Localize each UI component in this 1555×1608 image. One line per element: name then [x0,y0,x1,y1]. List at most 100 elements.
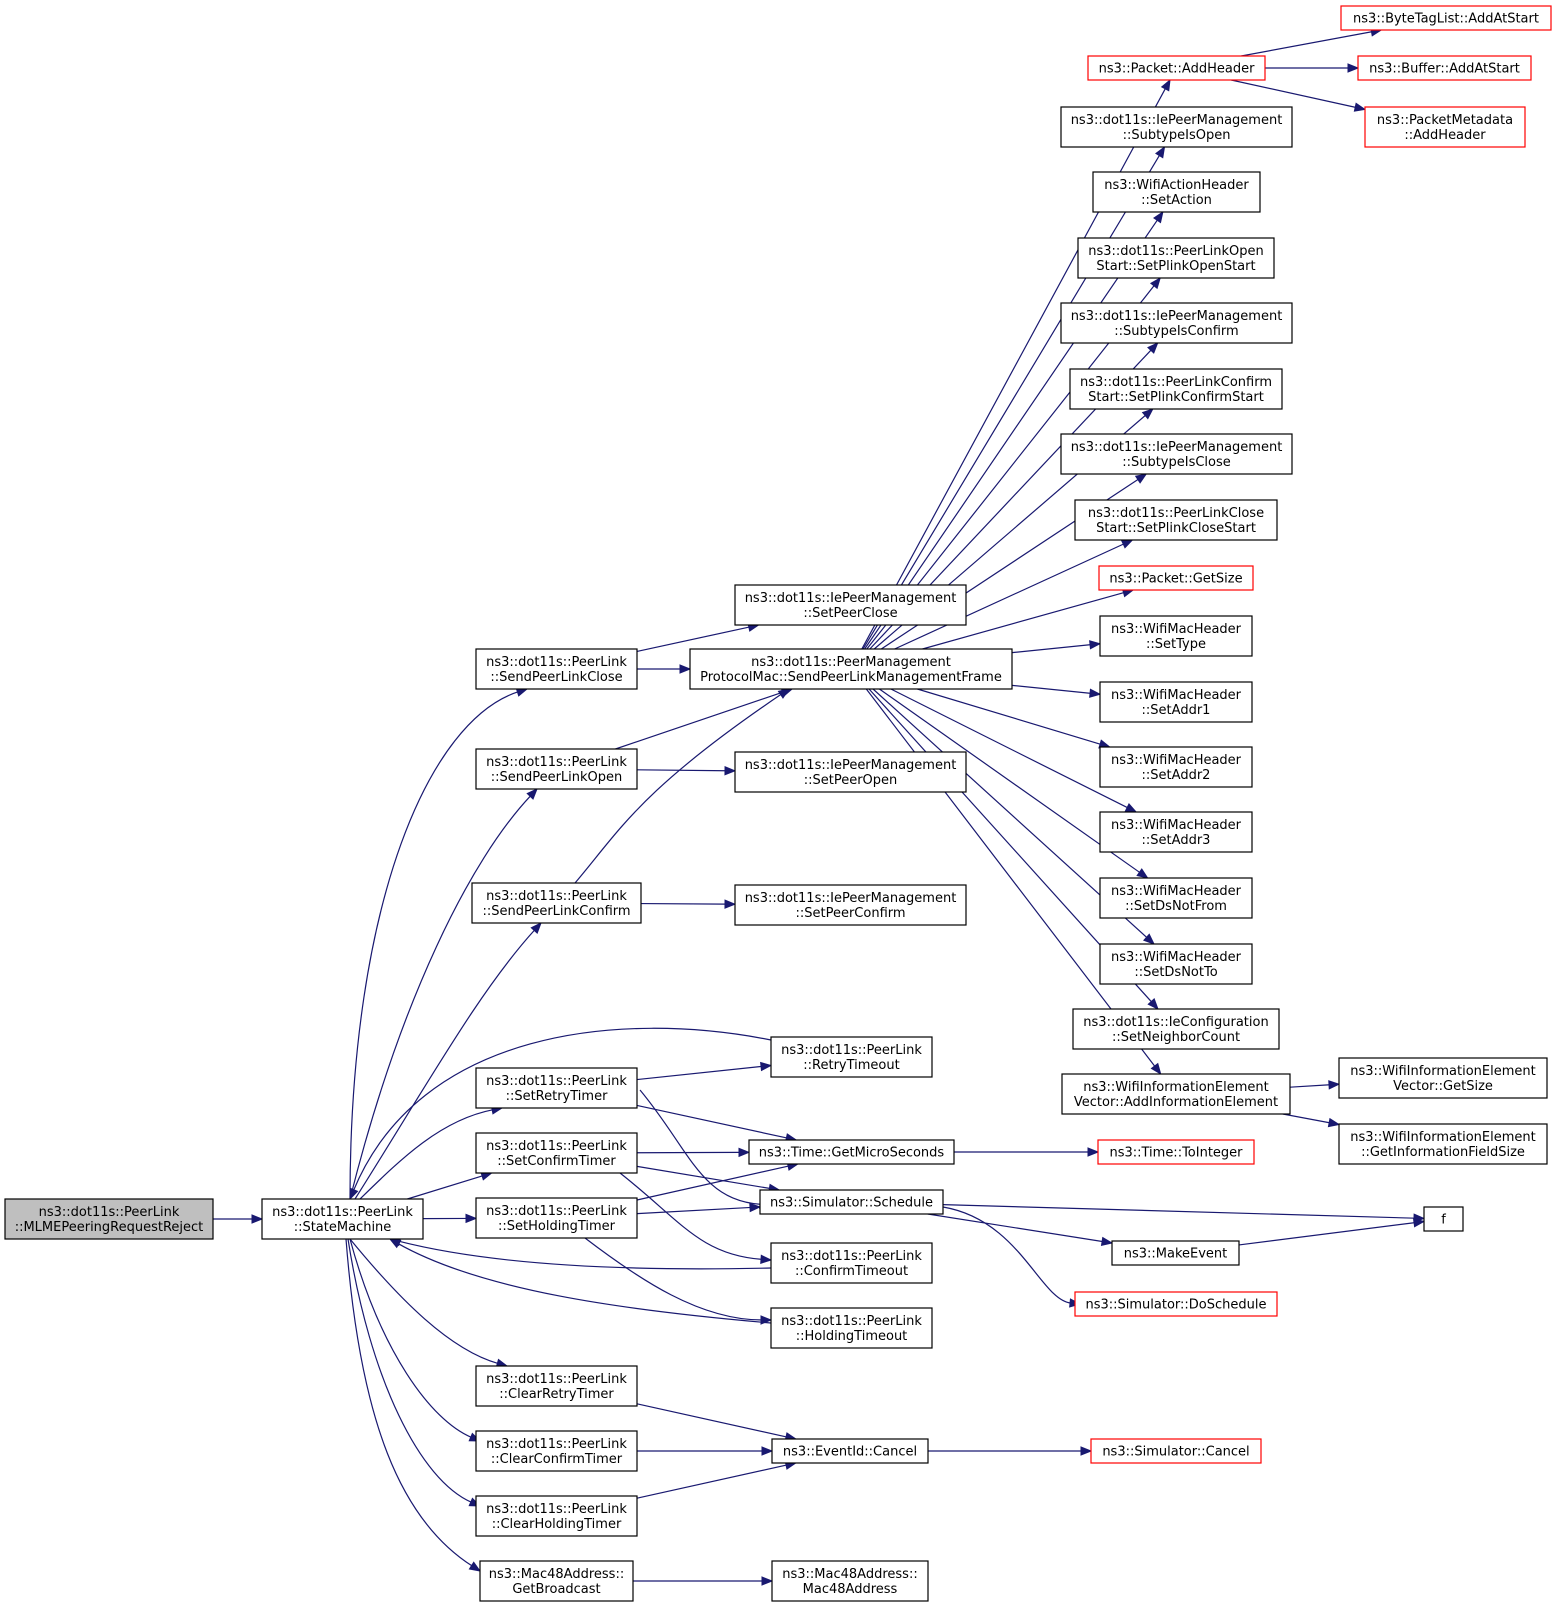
node-state-machine[interactable]: ns3::dot11s::PeerLink::StateMachine [261,1198,424,1240]
node-info-getsize[interactable]: ns3::WifiInformationElementVector::GetSi… [1338,1057,1548,1099]
node-label-line: ns3::dot11s::IePeerManagement [1071,440,1283,455]
node-box [1092,171,1261,213]
node-set-confirm[interactable]: ns3::dot11s::PeerLink::SetConfirmTimer [475,1132,638,1174]
node-bytetaglist-add[interactable]: ns3::ByteTagList::AddAtStart [1340,5,1552,31]
edge-send_mgmt_frame-to-packet_addheader [861,78,1171,650]
node-plink-confirm-start[interactable]: ns3::dot11s::PeerLinkConfirmStart::SetPl… [1069,368,1283,410]
node-mlme-reject[interactable]: ns3::dot11s::PeerLink::MLMEPeeringReques… [4,1198,214,1240]
node-label-line: ns3::dot11s::PeerLinkConfirm [1080,375,1272,390]
arrowhead [465,1213,478,1224]
edge-set_confirm-to-confirm_timeout [619,1172,773,1264]
edge-add_info_element-to-info_fieldsize [1282,1113,1341,1128]
node-label-line: Start::SetPlinkCloseStart [1096,521,1256,536]
node-label-line: ns3::WifiMacHeader [1111,622,1242,637]
node-subtype-confirm[interactable]: ns3::dot11s::IePeerManagement::SubtypeIs… [1060,302,1293,344]
node-set-addr1[interactable]: ns3::WifiMacHeader::SetAddr1 [1099,681,1253,723]
node-confirm-timeout[interactable]: ns3::dot11s::PeerLink::ConfirmTimeout [770,1242,933,1284]
node-set-addr2[interactable]: ns3::WifiMacHeader::SetAddr2 [1099,746,1253,788]
arrowhead [1327,1117,1341,1128]
node-get-broadcast[interactable]: ns3::Mac48Address::GetBroadcast [479,1560,634,1602]
node-packet-getsize[interactable]: ns3::Packet::GetSize [1098,565,1254,591]
node-set-peer-open[interactable]: ns3::dot11s::IePeerManagement::SetPeerOp… [734,751,967,793]
node-label-line: ns3::WifiMacHeader [1111,753,1242,768]
node-get-micro[interactable]: ns3::Time::GetMicroSeconds [748,1139,955,1165]
arrowhead [1153,210,1164,224]
arrowhead [530,922,542,934]
node-box [1340,5,1552,31]
edge-sim_schedule-to-f [942,1204,1426,1223]
node-label-line: ns3::dot11s::PeerLink [486,889,627,904]
node-packet-addheader[interactable]: ns3::Packet::AddHeader [1087,55,1266,81]
node-retry-timeout[interactable]: ns3::dot11s::PeerLink::RetryTimeout [770,1036,933,1078]
node-buffer-add[interactable]: ns3::Buffer::AddAtStart [1357,55,1532,81]
edge-get_micro-to-time_tointeger [954,1147,1100,1157]
node-box [1099,681,1253,723]
node-label-line: ::SubtypeIsClose [1122,455,1231,470]
node-f[interactable]: f [1423,1206,1464,1232]
node-box [1099,615,1253,657]
node-label-line: f [1441,1213,1446,1228]
node-subtype-close[interactable]: ns3::dot11s::IePeerManagement::SubtypeIs… [1060,433,1293,475]
edge-confirm_timeout-to-state_machine [388,1237,772,1270]
node-label-line: ns3::EventId::Cancel [783,1445,917,1460]
node-label-line: ns3::WifiMacHeader [1111,688,1242,703]
node-box [1338,1123,1548,1165]
node-box [1099,877,1253,919]
arrowhead [1143,933,1155,945]
node-mac48-ctor[interactable]: ns3::Mac48Address::Mac48Address [771,1560,929,1602]
edge-send_mgmt_frame-to-set_type [1011,640,1102,654]
edge-state_machine-to-send_confirm [354,922,542,1200]
node-sim-doschedule[interactable]: ns3::Simulator::DoSchedule [1074,1291,1278,1317]
node-label-line: ns3::WifiActionHeader [1104,178,1249,193]
node-box [1060,433,1293,475]
node-packetmetadata-add[interactable]: ns3::PacketMetadata::AddHeader [1364,106,1526,148]
edge-packet_addheader-to-buffer_add [1265,63,1360,73]
node-set-peer-confirm[interactable]: ns3::dot11s::IePeerManagement::SetPeerCo… [734,884,967,926]
node-box [1097,1139,1255,1165]
node-sim-schedule[interactable]: ns3::Simulator::Schedule [759,1189,944,1215]
node-send-close[interactable]: ns3::dot11s::PeerLink::SendPeerLinkClose [475,648,638,690]
node-box [1357,55,1532,81]
node-time-tointeger[interactable]: ns3::Time::ToInteger [1097,1139,1255,1165]
node-clear-confirm[interactable]: ns3::dot11s::PeerLink::ClearConfirmTimer [475,1430,638,1472]
node-info-fieldsize[interactable]: ns3::WifiInformationElement::GetInformat… [1338,1123,1548,1165]
node-add-info-element[interactable]: ns3::WifiInformationElementVector::AddIn… [1061,1073,1291,1115]
node-label-line: ns3::dot11s::IePeerManagement [1071,113,1283,128]
node-send-confirm[interactable]: ns3::dot11s::PeerLink::SendPeerLinkConfi… [471,882,642,924]
node-set-action[interactable]: ns3::WifiActionHeader::SetAction [1092,171,1261,213]
edge-send_open-to-set_peer_open [636,765,737,776]
node-clear-retry[interactable]: ns3::dot11s::PeerLink::ClearRetryTimer [475,1365,638,1407]
node-label-line: ::ClearRetryTimer [499,1387,614,1402]
node-set-peer-close[interactable]: ns3::dot11s::IePeerManagement::SetPeerCl… [734,584,967,626]
node-label-line: ::SetPeerOpen [804,773,898,788]
node-holding-timeout[interactable]: ns3::dot11s::PeerLink::HoldingTimeout [770,1307,933,1349]
node-set-type[interactable]: ns3::WifiMacHeader::SetType [1099,615,1253,657]
node-event-cancel[interactable]: ns3::EventId::Cancel [771,1438,929,1464]
node-send-open[interactable]: ns3::dot11s::PeerLink::SendPeerLinkOpen [475,748,638,790]
arrowhead [749,1202,762,1213]
node-set-holding[interactable]: ns3::dot11s::PeerLink::SetHoldingTimer [475,1197,638,1239]
node-label-line: ns3::dot11s::PeerLink [486,1204,627,1219]
node-box [734,584,967,626]
node-set-ds-not-to[interactable]: ns3::WifiMacHeader::SetDsNotTo [1099,943,1253,985]
node-clear-holding[interactable]: ns3::dot11s::PeerLink::ClearHoldingTimer [475,1495,638,1537]
node-set-retry[interactable]: ns3::dot11s::PeerLink::SetRetryTimer [475,1067,638,1109]
node-send-mgmt-frame[interactable]: ns3::dot11s::PeerManagementProtocolMac::… [689,648,1013,690]
node-make-event[interactable]: ns3::MakeEvent [1111,1240,1240,1266]
node-label-line: ns3::Packet::GetSize [1109,572,1242,587]
node-sim-cancel[interactable]: ns3::Simulator::Cancel [1090,1438,1262,1464]
node-set-ds-not-from[interactable]: ns3::WifiMacHeader::SetDsNotFrom [1099,877,1253,919]
node-plink-open-start[interactable]: ns3::dot11s::PeerLinkOpenStart::SetPlink… [1077,237,1275,279]
node-box [475,1430,638,1472]
node-label-line: ns3::dot11s::PeerLinkClose [1088,506,1264,521]
node-set-neighbor-count[interactable]: ns3::dot11s::IeConfiguration::SetNeighbo… [1072,1008,1280,1050]
node-set-addr3[interactable]: ns3::WifiMacHeader::SetAddr3 [1099,811,1253,853]
arrowhead [1150,1062,1162,1076]
node-label-line: Mac48Address [803,1582,898,1597]
node-label-line: ::SubtypeIsOpen [1123,128,1231,143]
node-plink-close-start[interactable]: ns3::dot11s::PeerLinkCloseStart::SetPlin… [1074,499,1278,541]
node-box [475,1132,638,1174]
node-subtype-open[interactable]: ns3::dot11s::IePeerManagement::SubtypeIs… [1060,106,1293,148]
node-box [1099,746,1253,788]
arrowhead [1124,803,1138,813]
